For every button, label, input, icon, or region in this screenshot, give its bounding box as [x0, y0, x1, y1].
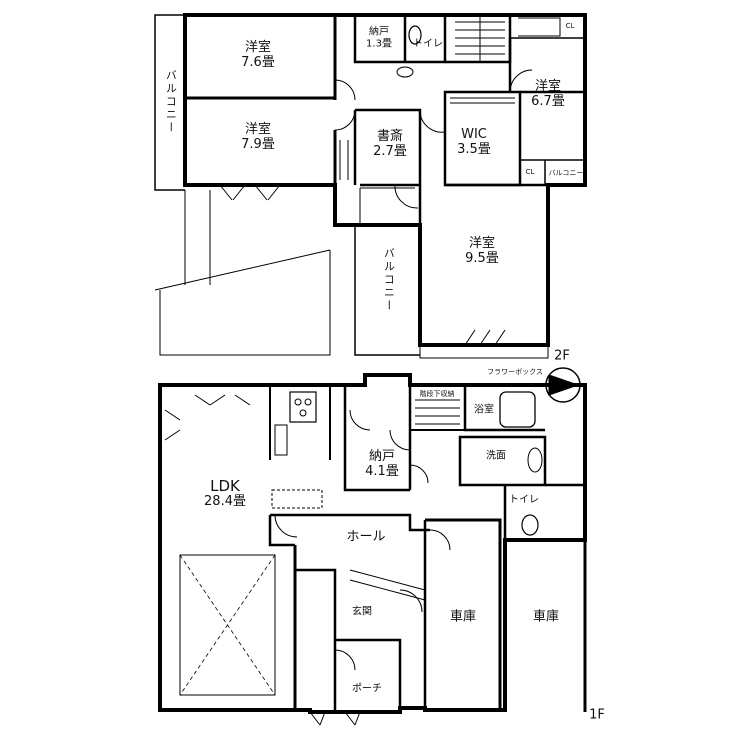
- kitchen-counter-walls: [269, 385, 331, 460]
- wall-shoe-closet: [295, 568, 337, 712]
- north-arrow-pointer: [548, 374, 580, 396]
- floor2-balcony-center: [335, 224, 420, 356]
- floor2-balcony-center-rail: [359, 187, 415, 225]
- north-arrow-circle: [545, 367, 581, 403]
- toilet1f-fixture: [521, 514, 539, 536]
- garage2-walls: [503, 540, 587, 712]
- toilet-2f: トイレ: [413, 38, 443, 50]
- washroom-label: 洗面: [486, 450, 506, 462]
- porch-label: ポーチ: [352, 683, 382, 695]
- wall-storage-toilet: [353, 15, 447, 64]
- wall-toilet1f: [503, 483, 585, 540]
- wall-hall-top: [270, 513, 430, 532]
- toilet-fixture: [408, 25, 422, 45]
- hall-label: ホール: [346, 529, 386, 545]
- burner2: [304, 398, 312, 406]
- closet-w3: CL: [565, 21, 575, 30]
- room-wic-3-5: WIC 3.5畳: [457, 127, 491, 157]
- room-ldk: LDK 28.4畳: [204, 476, 246, 510]
- room-study-2-7: 書斎 2.7畳: [373, 129, 407, 159]
- garage1-label: 車庫: [449, 609, 477, 625]
- room-western-9-5: 洋室 9.5畳: [465, 236, 499, 266]
- room-western-6-7: 洋室 6.7畳: [531, 79, 565, 109]
- cooktop: [289, 391, 317, 423]
- stairwell-lines: [154, 190, 331, 291]
- garage2-label: 車庫: [532, 609, 560, 625]
- burner3: [299, 409, 307, 417]
- flower-box-outline: [419, 345, 549, 359]
- under-stairs-label: 階段下収納: [419, 389, 455, 398]
- balcony-left: バルコニー: [164, 69, 178, 135]
- bathtub: [499, 391, 536, 428]
- burner1: [294, 398, 302, 406]
- room-storage-1-3: 納戸 1.3畳: [366, 26, 392, 50]
- room-western-7-6: 洋室 7.6畳: [241, 40, 275, 70]
- kitchen-sink: [274, 424, 288, 456]
- kitchen-storage: [271, 489, 323, 509]
- floor2-label: 2F: [554, 348, 570, 364]
- wall-bath: [463, 385, 545, 432]
- floor2-doors: [219, 69, 533, 346]
- floor1-label: 1F: [589, 707, 605, 723]
- void-cross: [179, 554, 276, 696]
- entrance-label: 玄関: [352, 606, 372, 618]
- wall-storage1f: [343, 385, 410, 492]
- room-storage-4-1: 納戸 4.1畳: [365, 449, 399, 479]
- balcony-right: バルコニー: [548, 168, 584, 177]
- wall-study: [355, 108, 422, 187]
- garage1-walls: [425, 518, 502, 712]
- sink-fixture: [396, 66, 414, 78]
- wall-hall-left: [268, 515, 295, 547]
- void-area: [179, 554, 276, 696]
- wash-basin: [527, 447, 543, 473]
- wall-w4-top: [418, 183, 548, 225]
- toilet1f-label: トイレ: [509, 494, 539, 506]
- wall-w3: [508, 38, 585, 94]
- floor2-balcony-left-rail: [154, 14, 185, 191]
- floor2-closet-lines: [339, 17, 561, 180]
- room-western-7-9: 洋室 7.9畳: [241, 122, 275, 152]
- wall-cl-balcony: [520, 159, 585, 185]
- floor1-doors: [164, 394, 451, 726]
- balcony-center: バルコニー: [382, 247, 396, 313]
- bath-label: 浴室: [474, 404, 494, 416]
- flower-box-label: フラワーボックス: [487, 367, 543, 376]
- floor1-stairs: [349, 399, 460, 601]
- wall-porch: [335, 638, 402, 708]
- floor2-void-lower: [159, 250, 331, 356]
- floor2-stairs: [455, 15, 505, 62]
- closet-w4: CL: [525, 167, 535, 176]
